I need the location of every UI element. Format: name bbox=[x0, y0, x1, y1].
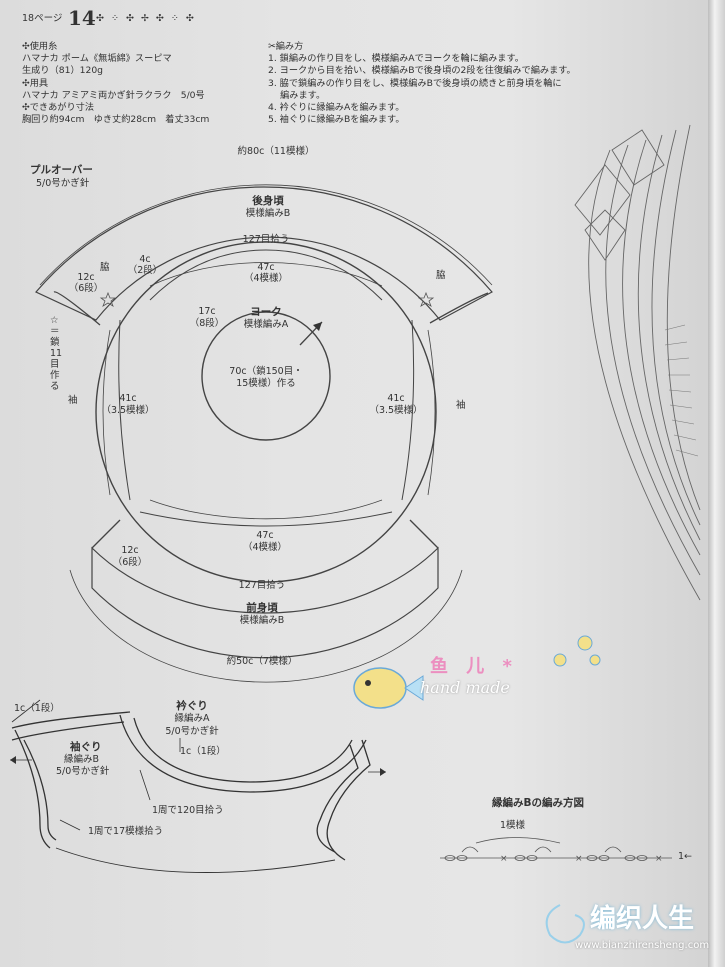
c47-top-label: 47c bbox=[257, 262, 275, 273]
page-reference: 18ページ bbox=[22, 13, 63, 24]
c12-bottom-label: 12c bbox=[121, 545, 139, 556]
yarn-line1: ハマナカ ポーム《無垢綿》スーピマ bbox=[22, 53, 172, 65]
clover-icon: ✣ bbox=[22, 102, 30, 114]
yarn-heading: 使用糸 bbox=[29, 41, 58, 52]
pattern-number: 14 bbox=[68, 6, 96, 30]
svg-text:×: × bbox=[575, 854, 583, 864]
c47-bottom-rows: （4模様） bbox=[242, 542, 288, 553]
c41-right-rows: （3.5模様） bbox=[369, 405, 423, 416]
neckline-hook-label: 5/0号かぎ針 bbox=[165, 726, 219, 737]
side-left-label: 脇 bbox=[100, 262, 110, 273]
fish-watermark-text: 鱼 儿 * bbox=[430, 656, 518, 677]
tools-line: ハマナカ アミアミ両かぎ針ラクラク 5/0号 bbox=[22, 89, 205, 101]
edging-repeat-label: 1模様 bbox=[500, 820, 526, 831]
top-width-label: 約80c（11模様） bbox=[237, 146, 315, 157]
c4-rows: （2段） bbox=[127, 265, 163, 276]
neckline-label: 衿ぐり bbox=[176, 700, 208, 712]
sleeve-left-label: 袖 bbox=[68, 395, 78, 406]
c41-right-label: 41c bbox=[387, 393, 405, 404]
svg-text:×: × bbox=[500, 854, 508, 864]
c47-top-rows: （4模様） bbox=[243, 273, 289, 284]
c17-rows: （8段） bbox=[189, 318, 225, 329]
c4-label: 4c bbox=[139, 254, 151, 265]
back-body-label: 後身頃 bbox=[252, 195, 284, 207]
side-right-label: 脇 bbox=[436, 270, 446, 281]
step-item: 1. 鎖編みの作り目をし、模様編みAでヨークを輪に編みます。 bbox=[268, 53, 524, 65]
yoke-pattern-label: 模様編みA bbox=[243, 319, 289, 330]
front-pickup-label: 127目拾う bbox=[238, 580, 286, 591]
front-pattern-label: 模様編みB bbox=[239, 615, 285, 626]
armhole-label: 袖ぐり bbox=[70, 741, 102, 753]
sleeve-right-label: 袖 bbox=[456, 400, 466, 411]
step-item: 3. 脇で鎖編みの作り目をし、模様編みBで後身頃の続きと前身頃を輪に bbox=[268, 77, 562, 89]
arm-pickup-label: 1周で17模様拾う bbox=[88, 826, 164, 837]
fish-watermark-icon bbox=[353, 635, 601, 709]
page-binding-edge bbox=[708, 0, 725, 967]
size-heading: できあがり寸法 bbox=[29, 102, 95, 114]
neck-pickup-label: 1周で120目拾う bbox=[152, 805, 224, 816]
chain-start-label2: 15模様）作る bbox=[236, 378, 296, 389]
hook-size: 5/0号かぎ針 bbox=[36, 178, 90, 189]
steps-block: ✂編み方 1. 鎖編みの作り目をし、模様編みAでヨークを輪に編みます。 2. ヨ… bbox=[268, 41, 576, 126]
yarn-line2: 生成り（81）120g bbox=[22, 65, 103, 77]
diagram-title: プルオーバー bbox=[30, 164, 93, 176]
step-item: 5. 袖ぐりに縁編みBを編みます。 bbox=[268, 114, 405, 126]
chain-start-label: 70c（鎖150目・ bbox=[229, 366, 303, 377]
site-name: 编织人生 bbox=[590, 904, 695, 934]
c41-left-rows: （3.5模様） bbox=[101, 405, 155, 416]
scissors-icon: ✂ bbox=[268, 41, 276, 52]
hand-made-text: hand made bbox=[420, 678, 510, 697]
c17-label: 17c bbox=[198, 306, 216, 317]
neckline-edge-label: 縁編みA bbox=[174, 713, 210, 724]
chain-side-note: ☆＝鎖11目作る bbox=[50, 315, 63, 392]
clover-icon: ✣ bbox=[22, 41, 30, 52]
step-item: 2. ヨークから目を拾い、模様編みBで後身頃の2段を往復編みで編みます。 bbox=[268, 65, 576, 77]
svg-text:×: × bbox=[655, 854, 663, 864]
size-line: 胸回り約94cm ゆき丈約28cm 着丈33cm bbox=[22, 114, 210, 126]
armhole-hook-label: 5/0号かぎ針 bbox=[56, 766, 110, 777]
edging-chart-title: 縁編みBの編み方図 bbox=[492, 797, 585, 809]
ornament: ✣ ⁘ ✣ ✢ ✣ ⁘ ✣ bbox=[96, 13, 196, 24]
site-url: www.bianzhirensheng.com bbox=[575, 940, 710, 951]
bottom-width-label: 約50c（7模様） bbox=[226, 656, 298, 667]
neck-1c-label: 1c（1段） bbox=[180, 746, 226, 757]
site-logo-icon bbox=[545, 904, 585, 944]
tools-heading: 用具 bbox=[29, 77, 49, 89]
yoke-label: ヨーク bbox=[250, 306, 282, 318]
step-item: 編みます。 bbox=[268, 89, 326, 101]
edging-direction: 1← bbox=[678, 851, 693, 862]
c12-left-label: 12c bbox=[77, 272, 95, 283]
step-item: 4. 衿ぐりに縁編みAを編みます。 bbox=[268, 102, 405, 114]
c12-bottom-rows: （6段） bbox=[112, 557, 148, 568]
clover-icon: ✣ bbox=[22, 77, 30, 89]
steps-heading: 編み方 bbox=[275, 41, 304, 52]
c47-bottom-label: 47c bbox=[256, 530, 274, 541]
armhole-edge-label: 縁編みB bbox=[64, 754, 100, 765]
back-pattern-label: 模様編みB bbox=[245, 208, 291, 219]
materials-block: ✣使用糸 ハマナカ ポーム《無垢綿》スーピマ 生成り（81）120g ✣用具 ハ… bbox=[22, 41, 209, 126]
front-body-label: 前身頃 bbox=[246, 602, 278, 614]
c12-left-rows: （6段） bbox=[68, 283, 104, 294]
left-1c-label: 1c（1段） bbox=[14, 703, 60, 714]
back-pickup-label: 127目拾う bbox=[242, 234, 290, 245]
c41-left-label: 41c bbox=[119, 393, 137, 404]
